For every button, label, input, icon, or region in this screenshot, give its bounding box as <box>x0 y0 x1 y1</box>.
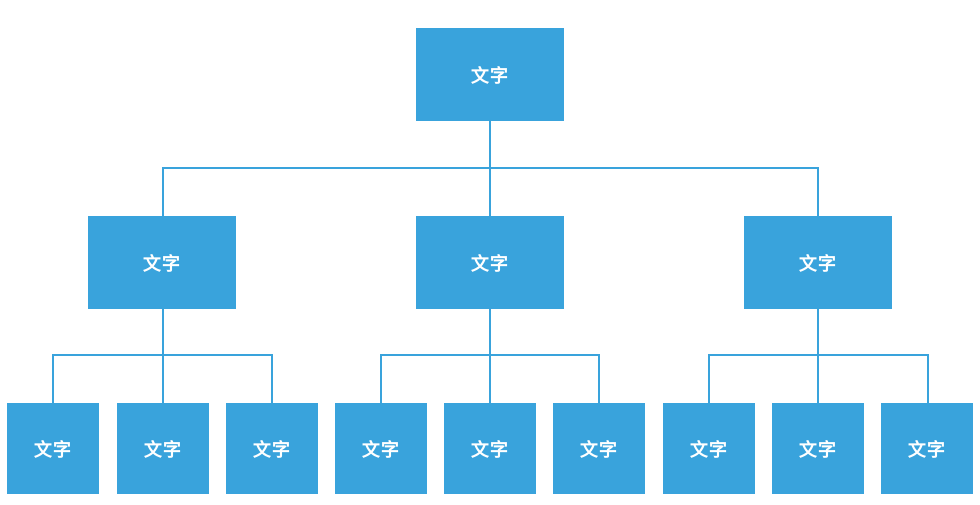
level2-node: 文字 <box>117 403 209 494</box>
connector-left-child-1 <box>52 354 54 403</box>
level2-node: 文字 <box>444 403 536 494</box>
connector-center-child-2 <box>489 354 491 403</box>
connector-root-down <box>489 121 491 168</box>
connector-right-child-3 <box>927 354 929 403</box>
level2-node-label: 文字 <box>144 439 182 461</box>
level1-node-label: 文字 <box>143 253 181 275</box>
level1-node-label: 文字 <box>799 253 837 275</box>
connector-right-down <box>817 308 819 355</box>
level2-node-label: 文字 <box>908 439 946 461</box>
level2-node-label: 文字 <box>362 439 400 461</box>
connector-to-level1-left <box>162 167 164 216</box>
connector-center-child-1 <box>380 354 382 403</box>
connector-to-level1-right <box>817 167 819 216</box>
level2-node-label: 文字 <box>690 439 728 461</box>
level1-node-label: 文字 <box>471 253 509 275</box>
connector-left-child-2 <box>162 354 164 403</box>
connector-right-child-2 <box>817 354 819 403</box>
level2-node: 文字 <box>553 403 645 494</box>
level1-node-right: 文字 <box>744 216 892 309</box>
level2-node-label: 文字 <box>799 439 837 461</box>
level2-node: 文字 <box>881 403 973 494</box>
level2-node-label: 文字 <box>580 439 618 461</box>
level2-node: 文字 <box>226 403 318 494</box>
connector-left-child-3 <box>271 354 273 403</box>
level2-node-label: 文字 <box>34 439 72 461</box>
connector-right-child-1 <box>708 354 710 403</box>
level2-node-label: 文字 <box>471 439 509 461</box>
root-node: 文字 <box>416 28 564 121</box>
level2-node: 文字 <box>335 403 427 494</box>
level1-node-left: 文字 <box>88 216 236 309</box>
root-node-label: 文字 <box>471 65 509 87</box>
connector-center-down <box>489 308 491 355</box>
connector-center-child-3 <box>598 354 600 403</box>
level2-node-label: 文字 <box>253 439 291 461</box>
level2-node: 文字 <box>772 403 864 494</box>
connector-left-down <box>162 308 164 355</box>
level2-node: 文字 <box>663 403 755 494</box>
connector-to-level1-center <box>489 167 491 216</box>
level2-node: 文字 <box>7 403 99 494</box>
level1-node-center: 文字 <box>416 216 564 309</box>
